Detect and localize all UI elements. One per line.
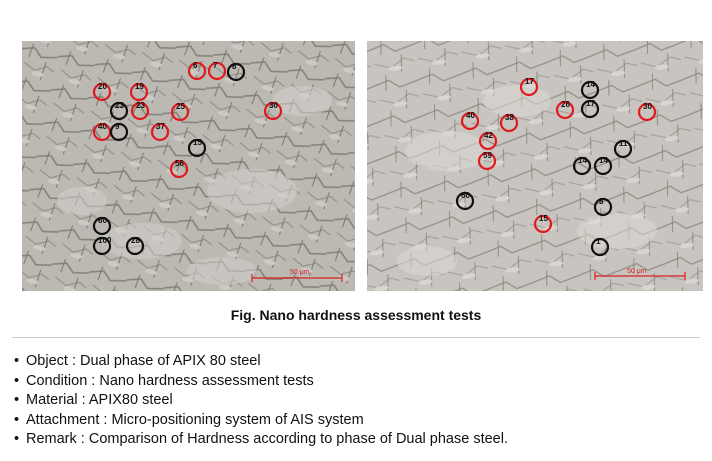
red-marker-label: 56 (175, 159, 184, 168)
info-label: Remark (26, 431, 77, 447)
black-marker (580, 80, 600, 100)
micrograph-left: 6 7 20 19 23 25 30 40 37 56 8 23 9 15 60 100 28 50 μm (22, 41, 355, 291)
info-label: Attachment (26, 411, 100, 428)
black-marker (92, 236, 112, 256)
red-marker-label: 40 (466, 111, 475, 120)
red-marker (169, 159, 189, 179)
red-marker (130, 101, 150, 121)
red-marker-label: 30 (643, 102, 652, 111)
black-marker (125, 236, 145, 256)
red-marker (533, 214, 553, 234)
red-marker-label: 6 (193, 61, 198, 70)
info-item: •Material : APIX80 steel (14, 392, 173, 408)
black-marker (187, 138, 207, 158)
red-marker (263, 101, 283, 121)
black-marker-label: 9 (115, 122, 120, 131)
red-marker (499, 113, 519, 133)
red-marker-label: 20 (98, 82, 107, 91)
black-marker (613, 139, 633, 159)
red-marker-label: 38 (505, 113, 514, 122)
black-marker (593, 197, 613, 217)
black-marker-label: 11 (619, 139, 628, 148)
black-marker (109, 122, 129, 142)
scale-label-right: 50 μm (627, 268, 647, 275)
info-value: APIX80 steel (88, 392, 173, 408)
black-marker (109, 101, 129, 121)
micrograph-right: 17 26 30 40 38 42 59 15 14 17 11 14 14 60 8 1 50 μm (367, 41, 703, 291)
red-marker (207, 61, 227, 81)
black-marker-label: 28 (131, 236, 140, 245)
black-marker (590, 237, 610, 257)
info-label: Condition (26, 372, 88, 389)
red-marker (150, 122, 170, 142)
red-marker (129, 82, 149, 102)
info-item: •Attachment : Micro-positioning system o… (14, 411, 364, 428)
red-marker-label: 19 (135, 82, 144, 91)
black-marker (226, 62, 246, 82)
info-item: •Condition : Nano hardness assessment te… (14, 372, 314, 389)
red-marker (460, 111, 480, 131)
red-marker-label: 59 (483, 151, 492, 160)
black-marker-label: 14 (578, 156, 587, 165)
red-marker-label: 40 (98, 122, 107, 131)
red-marker-label: 26 (561, 100, 570, 109)
info-list: •Object : Dual phase of APIX 80 steel •C… (14, 352, 508, 450)
red-marker-label: 42 (484, 131, 493, 140)
divider (12, 337, 700, 338)
black-marker-label: 14 (586, 80, 595, 89)
black-marker-label: 8 (599, 197, 604, 206)
red-marker-label: 7 (213, 61, 218, 70)
info-value: Micro-positioning system of AIS system (111, 411, 364, 428)
info-label: Material (26, 392, 78, 408)
red-marker (637, 102, 657, 122)
black-marker (572, 156, 592, 176)
scale-bar: 50 μm (594, 268, 686, 280)
red-marker (187, 61, 207, 81)
red-marker (555, 100, 575, 120)
black-marker-label: 8 (232, 62, 237, 71)
black-marker (92, 216, 112, 236)
red-marker-label: 37 (156, 122, 165, 131)
red-marker (170, 102, 190, 122)
black-marker-label: 100 (98, 236, 112, 245)
black-marker (593, 156, 613, 176)
black-marker (455, 191, 475, 211)
black-marker-label: 60 (98, 216, 107, 225)
red-marker (519, 77, 539, 97)
scale-bar: 50 μm (251, 269, 343, 282)
red-marker (478, 131, 498, 151)
black-marker-label: 14 (599, 156, 608, 165)
info-item: •Remark : Comparison of Hardness accordi… (14, 431, 508, 447)
black-marker-label: 1 (596, 237, 601, 246)
info-value: Comparison of Hardness according to phas… (88, 431, 508, 447)
black-marker (580, 99, 600, 119)
red-marker (477, 151, 497, 171)
info-label: Object (26, 353, 68, 369)
black-marker-label: 60 (461, 191, 470, 200)
red-marker-label: 25 (176, 102, 185, 111)
figure-caption: Fig. Nano hardness assessment tests (230, 307, 482, 323)
scale-label-left: 50 μm (290, 269, 310, 276)
black-marker-label: 17 (586, 99, 595, 108)
info-item: •Object : Dual phase of APIX 80 steel (14, 353, 261, 369)
info-value: Dual phase of APIX 80 steel (80, 353, 261, 369)
info-value: Nano hardness assessment tests (99, 372, 314, 389)
red-marker (92, 82, 112, 102)
red-marker-label: 23 (136, 101, 145, 110)
red-marker-label: 15 (539, 214, 548, 223)
red-marker-label: 17 (525, 77, 534, 86)
black-marker-label: 15 (193, 138, 202, 147)
red-marker-label: 30 (269, 101, 278, 110)
black-marker-label: 23 (115, 101, 124, 110)
